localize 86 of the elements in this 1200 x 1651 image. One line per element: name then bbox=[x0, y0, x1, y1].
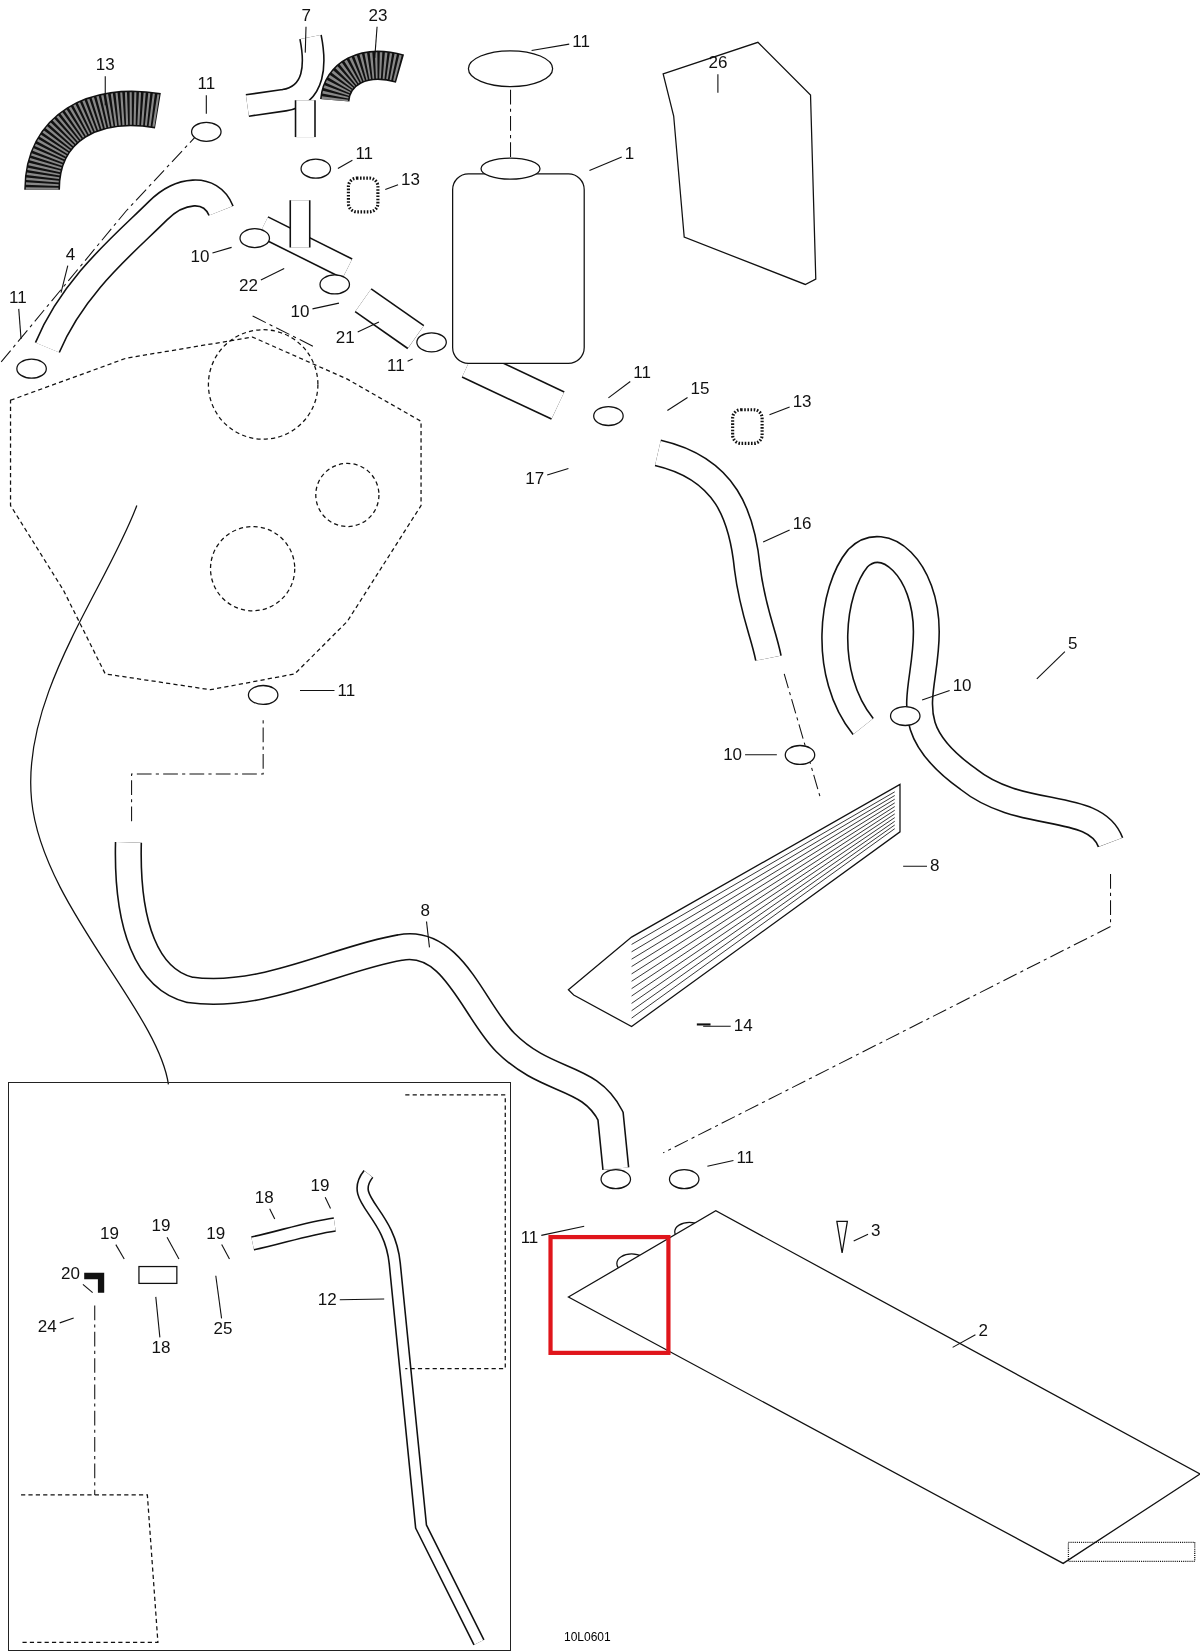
callout-number: 21 bbox=[334, 328, 356, 347]
leader-line bbox=[384, 184, 399, 190]
callout-number: 19 bbox=[309, 1177, 331, 1196]
leader-line bbox=[215, 1275, 223, 1319]
callout-number: 18 bbox=[150, 1339, 172, 1358]
leader-line bbox=[60, 265, 69, 294]
drawing-code: 10L0601 bbox=[564, 1629, 611, 1644]
leader-line bbox=[762, 529, 791, 543]
callout-number: 11 bbox=[571, 33, 591, 52]
callout-number: 11 bbox=[632, 363, 652, 382]
callout-number: 8 bbox=[419, 901, 431, 920]
callout-number: 26 bbox=[707, 54, 729, 73]
callout-number: 19 bbox=[205, 1224, 227, 1243]
callout-number: 20 bbox=[60, 1264, 81, 1283]
leader-line bbox=[902, 865, 928, 867]
callout-number: 10 bbox=[722, 745, 744, 764]
callout-number: 18 bbox=[253, 1188, 275, 1207]
callout-number: 11 bbox=[8, 288, 28, 307]
leader-line bbox=[115, 1244, 125, 1260]
callout-number: 11 bbox=[735, 1148, 756, 1167]
inset-frame bbox=[8, 1082, 511, 1651]
leader-line bbox=[374, 26, 378, 59]
callout-number: 17 bbox=[524, 469, 546, 488]
leader-line bbox=[666, 396, 689, 412]
leader-line bbox=[853, 1233, 869, 1242]
leader-line bbox=[166, 1236, 180, 1260]
leader-line bbox=[18, 308, 22, 340]
leader-line bbox=[211, 246, 233, 254]
callout-number: 11 bbox=[196, 75, 217, 94]
leader-line bbox=[304, 26, 307, 54]
leader-line bbox=[744, 754, 778, 756]
callout-number: 16 bbox=[791, 515, 813, 534]
leader-line bbox=[339, 1298, 385, 1301]
callout-number: 11 bbox=[519, 1228, 540, 1247]
callout-number: 10 bbox=[289, 302, 311, 321]
leader-line bbox=[221, 1244, 230, 1260]
leader-line bbox=[155, 1296, 161, 1338]
leader-line bbox=[357, 321, 380, 333]
callout-number: 11 bbox=[354, 144, 375, 163]
leader-line bbox=[607, 380, 631, 399]
leader-line bbox=[299, 689, 336, 692]
callout-number: 11 bbox=[385, 357, 406, 376]
callout-number: 23 bbox=[367, 6, 389, 25]
callout-number: 24 bbox=[36, 1318, 58, 1337]
callout-number: 25 bbox=[212, 1320, 234, 1339]
callout-number: 22 bbox=[237, 277, 259, 296]
leader-line bbox=[82, 1283, 94, 1294]
leader-line bbox=[717, 73, 719, 94]
callout-number: 10 bbox=[951, 677, 973, 696]
callout-number: 13 bbox=[94, 56, 116, 75]
callout-number: 8 bbox=[929, 857, 941, 876]
callout-number: 19 bbox=[150, 1217, 172, 1236]
leader-line bbox=[540, 1225, 585, 1236]
callout-number: 2 bbox=[977, 1321, 989, 1340]
leader-line bbox=[104, 75, 106, 106]
callout-number: 15 bbox=[689, 380, 711, 399]
leader-line bbox=[269, 1208, 276, 1220]
leader-line bbox=[921, 690, 951, 701]
leader-line bbox=[952, 1334, 976, 1348]
callout-number: 7 bbox=[300, 6, 313, 25]
leader-line bbox=[337, 159, 353, 169]
leader-line bbox=[59, 1317, 75, 1324]
callout-number: 19 bbox=[98, 1224, 120, 1243]
leader-line bbox=[531, 43, 570, 52]
callout-number: 13 bbox=[791, 393, 813, 412]
leader-line bbox=[425, 920, 431, 948]
leader-line bbox=[205, 94, 207, 115]
callout-number: 1 bbox=[623, 144, 636, 163]
callout-number: 10 bbox=[189, 247, 211, 266]
leader-line bbox=[260, 267, 285, 281]
callout-number: 14 bbox=[732, 1017, 754, 1036]
leader-line bbox=[702, 1025, 732, 1027]
leader-line bbox=[324, 1196, 332, 1209]
callout-number: 3 bbox=[870, 1221, 882, 1240]
leader-line bbox=[311, 302, 340, 310]
callout-number: 12 bbox=[316, 1290, 338, 1309]
leader-line bbox=[546, 467, 569, 476]
leader-line bbox=[768, 406, 791, 416]
leader-line bbox=[407, 358, 414, 362]
callout-number: 11 bbox=[336, 681, 357, 700]
leader-line bbox=[588, 156, 623, 172]
leader-line bbox=[706, 1159, 734, 1167]
callout-number: 5 bbox=[1066, 635, 1079, 654]
callout-number: 4 bbox=[64, 245, 77, 264]
leader-line bbox=[1036, 651, 1066, 680]
callout-number: 13 bbox=[400, 171, 421, 189]
